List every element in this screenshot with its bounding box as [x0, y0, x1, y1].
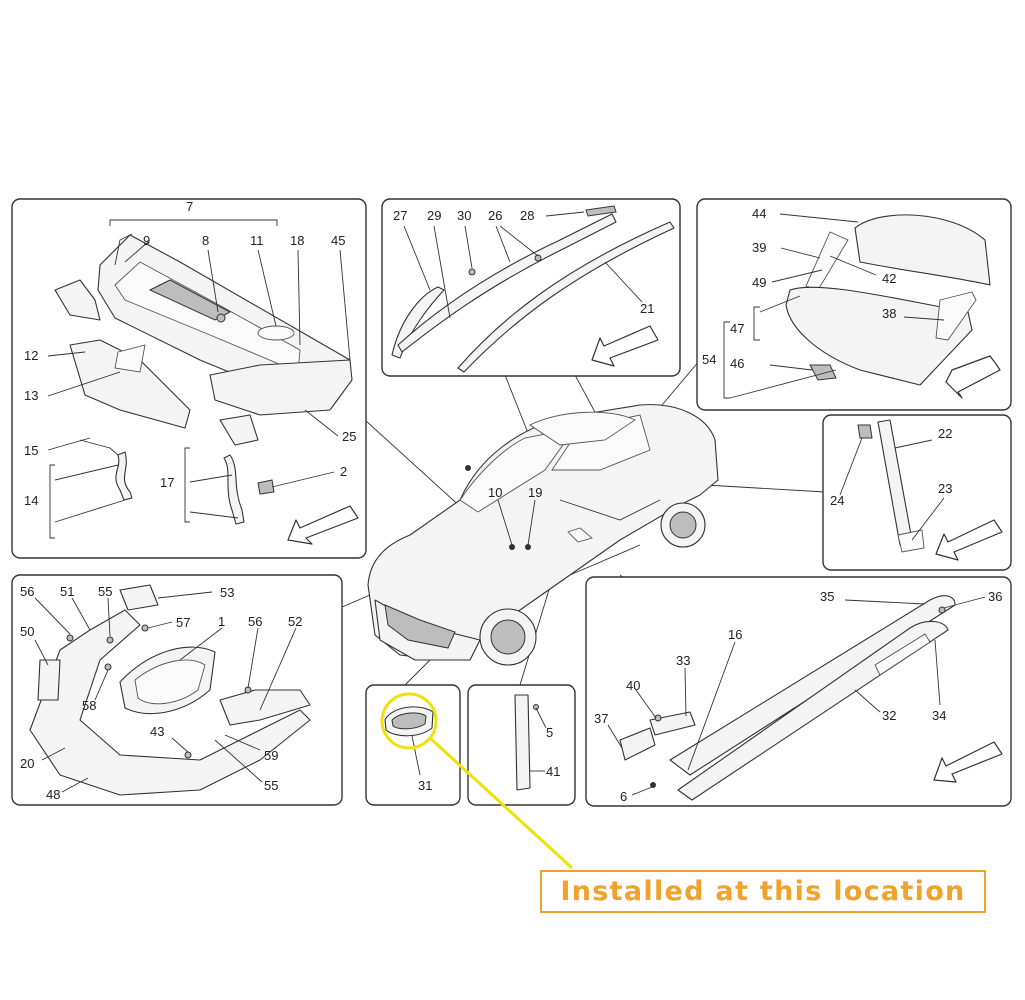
- panel-pillar: 22 24 23: [822, 414, 1012, 571]
- pillar-label-22: 22: [938, 426, 952, 441]
- trim-label-5: 5: [546, 725, 553, 740]
- roof-label-30: 30: [457, 208, 471, 223]
- bay-label-55b: 55: [264, 778, 278, 793]
- roof-label-26: 26: [488, 208, 502, 223]
- sill-label-35: 35: [820, 589, 834, 604]
- car-label-19: 19: [528, 485, 542, 500]
- cowl-label-17: 17: [160, 475, 174, 490]
- bay-label-1: 1: [218, 614, 225, 629]
- cowl-label-2: 2: [340, 464, 347, 479]
- car-illustration: 10 19: [367, 404, 719, 666]
- sill-label-16: 16: [728, 627, 742, 642]
- bay-label-52: 52: [288, 614, 302, 629]
- sill-label-40: 40: [626, 678, 640, 693]
- highlight-pointer: [428, 736, 574, 870]
- panel-engine-bay: 56 51 55 53 57 50 1 56 52 58 43 59 20 55…: [11, 574, 343, 806]
- bay-label-57: 57: [176, 615, 190, 630]
- bay-label-59: 59: [264, 748, 278, 763]
- cowl-label-18: 18: [290, 233, 304, 248]
- cowl-label-13: 13: [24, 388, 38, 403]
- cowl-label-15: 15: [24, 443, 38, 458]
- bay-label-56b: 56: [248, 614, 262, 629]
- bay-label-20: 20: [20, 756, 34, 771]
- panel-badge: 31: [365, 684, 461, 806]
- roof-label-29: 29: [427, 208, 441, 223]
- sill-label-33: 33: [676, 653, 690, 668]
- install-note-text: Installed at this location: [560, 876, 966, 907]
- pillar-label-24: 24: [830, 493, 844, 508]
- install-highlight: [380, 692, 574, 870]
- tailgate-label-47: 47: [730, 321, 744, 336]
- bay-label-50: 50: [20, 624, 34, 639]
- panel-cowl: 7 9 8 11 18 45 12 13 15 14 17 2 25: [11, 198, 367, 559]
- bay-label-53: 53: [220, 585, 234, 600]
- bay-label-43: 43: [150, 724, 164, 739]
- tailgate-label-49: 49: [752, 275, 766, 290]
- cowl-label-9: 9: [143, 233, 150, 248]
- panel-trim: 5 41: [467, 684, 576, 806]
- roof-label-21: 21: [640, 301, 654, 316]
- tailgate-label-46: 46: [730, 356, 744, 371]
- tailgate-label-54: 54: [702, 352, 716, 367]
- roof-label-28: 28: [520, 208, 534, 223]
- sill-label-36: 36: [988, 589, 1002, 604]
- bay-label-51: 51: [60, 584, 74, 599]
- cowl-label-25: 25: [342, 429, 356, 444]
- sill-label-37: 37: [594, 711, 608, 726]
- cowl-label-14: 14: [24, 493, 38, 508]
- car-label-10: 10: [488, 485, 502, 500]
- cowl-label-11: 11: [250, 233, 264, 248]
- badge-label-31: 31: [418, 778, 432, 793]
- install-note: Installed at this location: [540, 870, 986, 913]
- panel-roof: 27 29 30 26 28 21: [381, 198, 681, 377]
- trim-label-41: 41: [546, 764, 560, 779]
- bay-label-48: 48: [46, 787, 60, 802]
- sill-label-34: 34: [932, 708, 946, 723]
- bay-label-55a: 55: [98, 584, 112, 599]
- highlight-circle: [380, 692, 438, 750]
- tailgate-label-38: 38: [882, 306, 896, 321]
- sill-label-32: 32: [882, 708, 896, 723]
- panel-sill: 35 36 16 33 40 37 32 34 6: [585, 576, 1012, 807]
- panel-tailgate: 44 39 42 49 47 38 54 46: [696, 198, 1012, 411]
- cowl-label-45: 45: [331, 233, 345, 248]
- tailgate-label-42: 42: [882, 271, 896, 286]
- cowl-label-12: 12: [24, 348, 38, 363]
- sill-label-6: 6: [620, 789, 627, 804]
- cowl-label-7: 7: [186, 199, 193, 214]
- bay-label-58: 58: [82, 698, 96, 713]
- tailgate-label-39: 39: [752, 240, 766, 255]
- pillar-label-23: 23: [938, 481, 952, 496]
- cowl-label-8: 8: [202, 233, 209, 248]
- roof-label-27: 27: [393, 208, 407, 223]
- bay-label-56a: 56: [20, 584, 34, 599]
- tailgate-label-44: 44: [752, 206, 766, 221]
